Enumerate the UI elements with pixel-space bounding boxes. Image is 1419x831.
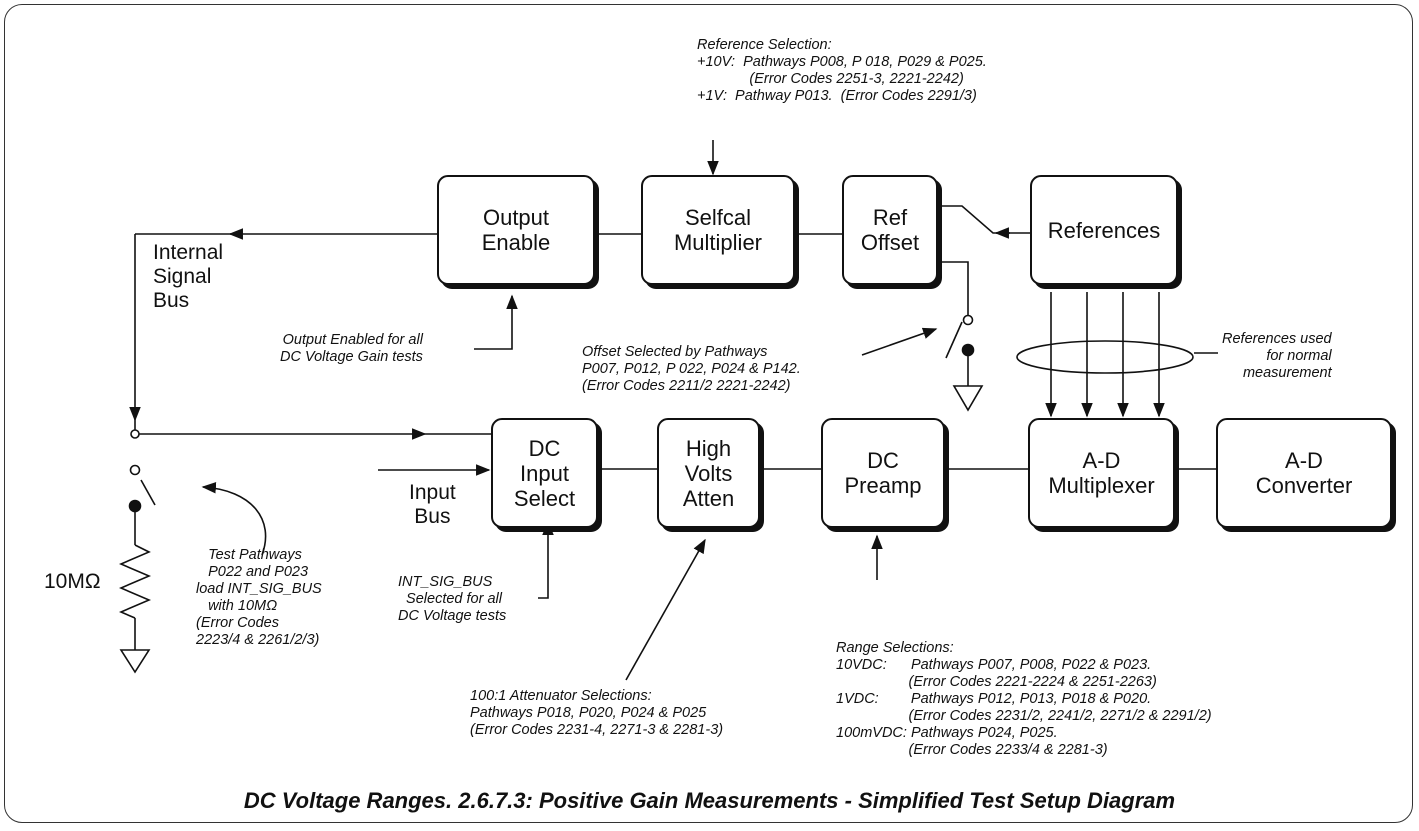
dc-preamp-label: DC Preamp: [844, 448, 922, 498]
selfcal-multiplier-label: Selfcal Multiplier: [673, 205, 763, 255]
bus-node: [130, 429, 140, 439]
ref-offset-block: Ref Offset: [842, 175, 938, 285]
dc-preamp-block: DC Preamp: [821, 418, 945, 528]
load-switch-blade: [140, 479, 156, 506]
high-volts-atten-block: High Volts Atten: [657, 418, 760, 528]
figure-caption: DC Voltage Ranges. 2.6.7.3: Positive Gai…: [243, 788, 1176, 813]
leader-int-sig-bus: [538, 532, 549, 599]
leader-test-pathways: [201, 482, 267, 556]
switch-node-load-bottom: [128, 499, 142, 513]
ad-converter-label: A-D Converter: [1255, 448, 1353, 498]
output-enable-block: Output Enable: [437, 175, 595, 285]
switch-node-bottom: [961, 343, 975, 357]
leader-offset-selected: [861, 327, 938, 356]
dc-input-select-block: DC Input Select: [491, 418, 598, 528]
dc-input-select-label: DC Input Select: [513, 435, 576, 511]
offset-switch-blade: [945, 321, 963, 359]
selfcal-multiplier-block: Selfcal Multiplier: [641, 175, 795, 285]
resistor-10mohm: [118, 544, 152, 619]
output-enabled-note: Output Enabled for all DC Voltage Gain t…: [280, 332, 423, 365]
references-used-note: References used for normal measurement: [1222, 331, 1332, 381]
high-volts-atten-label: High Volts Atten: [682, 435, 735, 511]
wire-ref-offset-to-switch: [938, 261, 969, 318]
leader-attenuator: [625, 538, 706, 681]
attenuator-note: 100:1 Attenuator Selections: Pathways P0…: [470, 688, 724, 738]
internal-signal-bus-label: Internal Signal Bus: [153, 241, 224, 312]
resistor-value-label: 10MΩ: [44, 570, 101, 593]
ad-multiplexer-label: A-D Multiplexer: [1048, 448, 1155, 498]
switch-node-load-top: [129, 464, 141, 476]
output-enable-label: Output Enable: [481, 205, 551, 255]
references-ellipse: [1016, 340, 1194, 374]
ref-offset-label: Ref Offset: [860, 205, 920, 255]
ad-converter-block: A-D Converter: [1216, 418, 1392, 528]
ground-symbol-load: [119, 649, 151, 674]
input-bus-label: Input Bus: [409, 481, 456, 528]
diagram-frame: [4, 4, 1413, 823]
switch-node-top: [962, 314, 974, 326]
reference-selection-note: Reference Selection: +10V: Pathways P008…: [697, 37, 987, 104]
references-label: References: [1047, 217, 1161, 243]
offset-selected-note: Offset Selected by Pathways P007, P012, …: [582, 344, 801, 394]
references-block: References: [1030, 175, 1178, 285]
ground-symbol-offset: [952, 385, 984, 412]
range-selections-note: Range Selections: 10VDC: Pathways P007, …: [836, 640, 1212, 758]
int-sig-bus-note: INT_SIG_BUS Selected for all DC Voltage …: [398, 574, 507, 624]
ad-multiplexer-block: A-D Multiplexer: [1028, 418, 1175, 528]
wire-references-to-ref-offset: [938, 205, 1030, 234]
test-pathways-note: Test Pathways P022 and P023 load INT_SIG…: [196, 547, 322, 648]
leader-output-enabled: [474, 306, 513, 350]
